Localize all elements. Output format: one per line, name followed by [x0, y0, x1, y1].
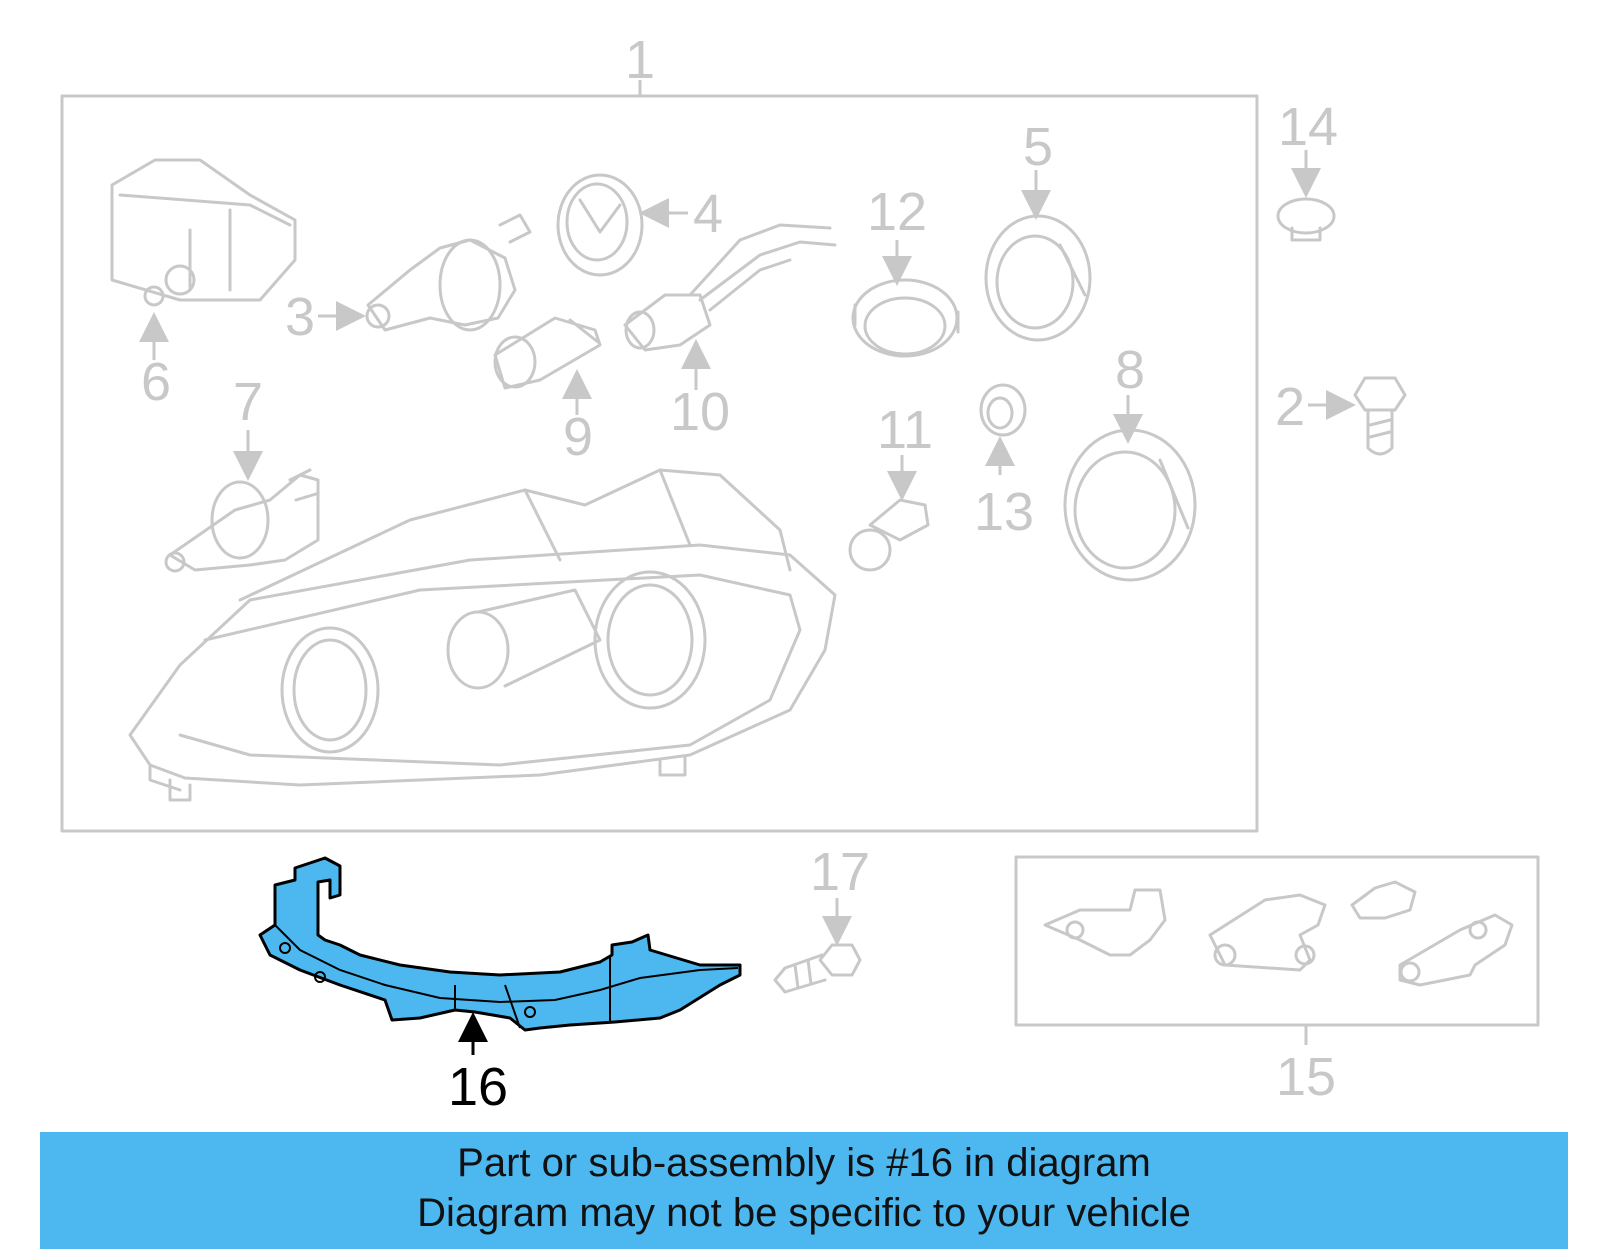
bracket-kit-parts-15 — [1043, 880, 1514, 987]
callout-2: 2 — [1275, 377, 1305, 437]
bolt-part-17 — [773, 943, 862, 994]
leveling-motor-part-6 — [110, 158, 297, 307]
small-bulb-part-11 — [848, 498, 930, 572]
callout-9: 9 — [563, 407, 593, 467]
grommet-part-13 — [979, 383, 1027, 437]
callout-15: 15 — [1276, 1047, 1336, 1107]
wedge-bulb-part-9 — [493, 316, 602, 390]
callout-8: 8 — [1115, 340, 1145, 400]
callout-5: 5 — [1023, 117, 1053, 177]
cap-part-5 — [984, 214, 1092, 342]
headlamp-assembly-frame — [60, 94, 1259, 833]
banner-line-disclaimer: Diagram may not be specific to your vehi… — [417, 1191, 1191, 1235]
bulb-socket-part-7 — [164, 468, 320, 573]
bolt-part-2 — [1353, 376, 1407, 456]
socket-ring-part-4 — [556, 173, 644, 277]
callout-1: 1 — [625, 30, 655, 90]
ring-part-12 — [851, 278, 960, 358]
callout-13: 13 — [974, 482, 1034, 542]
socket-harness-part-10 — [623, 223, 837, 352]
callout-7: 7 — [233, 372, 263, 432]
callout-10: 10 — [670, 382, 730, 442]
bracket-kit-frame — [1014, 855, 1540, 1027]
callout-6: 6 — [141, 352, 171, 412]
callout-4: 4 — [693, 184, 723, 244]
info-banner: Part or sub-assembly is #16 in diagram D… — [40, 1132, 1568, 1249]
clip-part-14 — [1276, 197, 1336, 242]
banner-line-part-number: Part or sub-assembly is #16 in diagram — [457, 1141, 1151, 1185]
headlamp-housing — [128, 468, 837, 802]
callout-12: 12 — [867, 182, 927, 242]
callout-14: 14 — [1278, 97, 1338, 157]
callout-16: 16 — [448, 1057, 508, 1117]
cap-part-8 — [1063, 428, 1197, 582]
callout-17: 17 — [810, 842, 870, 902]
callout-3: 3 — [285, 287, 315, 347]
callout-11: 11 — [877, 400, 933, 460]
halogen-bulb-part-3 — [365, 213, 532, 332]
bracket-part-16 — [258, 856, 742, 1032]
